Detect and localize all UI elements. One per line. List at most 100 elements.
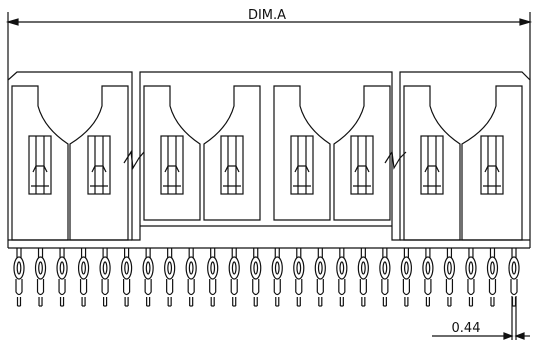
pin-tail — [424, 279, 432, 296]
pin-22 — [465, 248, 477, 307]
pin-body — [314, 256, 326, 280]
pin-core — [468, 261, 474, 275]
pin-body — [400, 256, 412, 280]
pin-8 — [164, 248, 176, 307]
latch-slot — [160, 135, 184, 195]
pin-14 — [293, 248, 305, 307]
pin-core — [16, 261, 22, 275]
pin-row — [13, 248, 520, 307]
pin-tail — [101, 279, 109, 296]
body-outline — [7, 71, 531, 248]
pitch-dimension-label: 0.44 — [452, 321, 481, 336]
pin-body — [142, 256, 154, 280]
pin-core — [360, 261, 366, 275]
latch-tip — [32, 165, 48, 173]
pin-tail — [445, 279, 454, 296]
pin-tail — [381, 279, 389, 296]
pin-tail — [359, 279, 367, 296]
cavity-4 — [203, 85, 261, 221]
pin-17 — [357, 248, 369, 307]
cavity-outline — [143, 85, 201, 221]
pin-core — [296, 261, 302, 275]
cavity-outline — [273, 85, 331, 221]
pin-24 — [508, 248, 520, 307]
pin-body — [228, 256, 240, 280]
pin-15 — [314, 248, 326, 307]
latch-tip — [294, 165, 310, 173]
cavity-outline — [11, 85, 69, 241]
pin-body — [486, 256, 499, 280]
pin-10 — [207, 248, 219, 307]
cavity-outline — [333, 85, 391, 221]
pin-tail — [273, 279, 281, 296]
latch-tip — [164, 165, 180, 173]
pin-body — [271, 256, 283, 280]
pin-3 — [56, 248, 68, 307]
pin-tail — [488, 279, 497, 296]
pin-core — [425, 261, 431, 275]
pin-core — [403, 261, 409, 275]
pin-4 — [77, 248, 90, 307]
pin-body — [207, 256, 219, 280]
pin-23 — [486, 248, 499, 307]
pitch-arrowhead-left — [503, 332, 514, 340]
pin-core — [317, 261, 323, 275]
pin-16 — [336, 248, 348, 307]
pin-core — [38, 261, 43, 275]
latch-tip — [354, 165, 370, 173]
pin-core — [231, 261, 237, 275]
pin-tail — [36, 279, 45, 296]
pin-tail — [79, 279, 88, 296]
latch-tip — [224, 165, 240, 173]
pin-body — [336, 256, 348, 280]
pin-core — [490, 261, 495, 275]
pin-core — [102, 261, 108, 275]
overall-dimension: DIM.A — [5, 8, 533, 80]
pin-core — [253, 261, 259, 275]
pin-6 — [121, 248, 133, 307]
pin-tail — [467, 279, 475, 296]
pin-tail — [338, 279, 346, 296]
pin-body — [121, 256, 133, 280]
pin-body — [13, 256, 25, 280]
contact-cavities — [11, 85, 523, 241]
latch-tip — [424, 165, 440, 173]
pin-tail — [252, 279, 260, 296]
latch-slot — [480, 135, 504, 195]
pin-body — [164, 256, 176, 280]
pin-core — [167, 261, 173, 275]
pin-tail — [316, 279, 324, 296]
pin-core — [382, 261, 388, 275]
latch-slot — [420, 135, 444, 195]
pin-9 — [185, 248, 197, 307]
pin-body — [56, 256, 68, 280]
cavity-1 — [11, 85, 69, 241]
pin-core — [339, 261, 345, 275]
pin-tail — [58, 279, 66, 296]
pin-body — [250, 256, 262, 280]
pin-body — [508, 256, 520, 280]
break-symbol-right — [384, 150, 407, 170]
pin-tail — [295, 279, 303, 296]
pin-body — [422, 256, 434, 280]
pin-1 — [13, 248, 25, 307]
dimension-label-backing — [238, 8, 296, 20]
latch-slot — [290, 135, 314, 195]
pin-tail — [209, 279, 217, 296]
pin-7 — [142, 248, 154, 307]
pin-13 — [271, 248, 283, 307]
pin-21 — [443, 248, 456, 307]
cavity-outline — [461, 85, 523, 241]
pin-body — [443, 256, 456, 280]
pin-11 — [228, 248, 240, 307]
pitch-dimension: 0.44 — [432, 296, 530, 340]
cavity-2 — [69, 85, 129, 241]
pin-core — [511, 261, 517, 275]
pin-core — [274, 261, 280, 275]
pin-tail — [123, 279, 131, 296]
pin-tail — [187, 279, 195, 296]
pin-19 — [400, 248, 412, 307]
pin-body — [357, 256, 369, 280]
arrowhead-right — [519, 18, 533, 26]
